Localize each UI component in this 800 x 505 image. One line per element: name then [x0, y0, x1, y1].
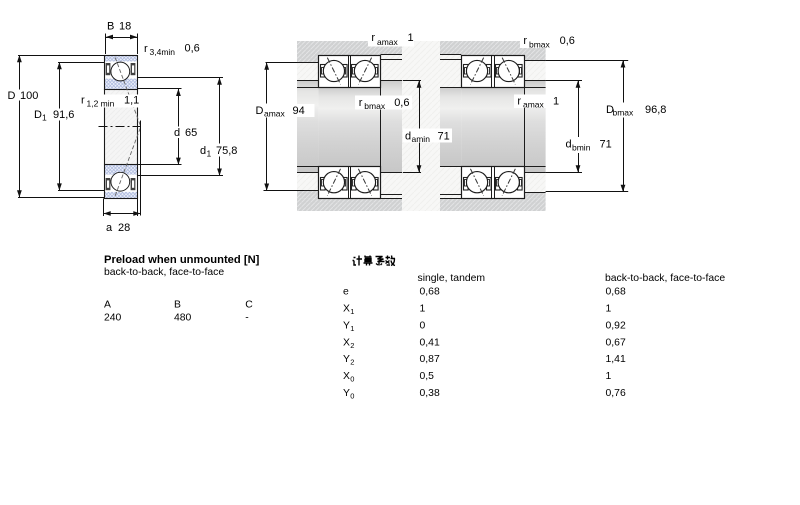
svg-text:0,87: 0,87: [420, 354, 440, 365]
svg-text:X: X: [343, 371, 350, 382]
svg-text:amax: amax: [264, 109, 286, 119]
svg-text:Y: Y: [343, 388, 350, 399]
svg-text:0,68: 0,68: [606, 287, 626, 298]
svg-text:Y: Y: [343, 320, 350, 331]
svg-text:d: d: [566, 139, 572, 151]
svg-text:B: B: [107, 21, 114, 33]
svg-text:r: r: [144, 43, 148, 55]
svg-text:1: 1: [408, 32, 414, 44]
svg-text:1,41: 1,41: [606, 354, 626, 365]
svg-text:0,76: 0,76: [606, 388, 626, 399]
svg-text:0: 0: [420, 320, 426, 331]
svg-text:r: r: [523, 35, 527, 47]
svg-text:1: 1: [606, 304, 612, 315]
svg-text:A: A: [104, 299, 111, 310]
svg-text:X: X: [343, 337, 350, 348]
svg-text:bmax: bmax: [529, 40, 551, 50]
svg-text:1: 1: [350, 307, 354, 316]
svg-text:r: r: [517, 96, 521, 108]
svg-text:96,8: 96,8: [645, 104, 666, 116]
svg-text:0,38: 0,38: [420, 388, 440, 399]
svg-text:C: C: [245, 299, 253, 310]
svg-text:1: 1: [553, 96, 559, 108]
svg-text:1,1: 1,1: [124, 95, 139, 107]
svg-text:1: 1: [420, 304, 426, 315]
svg-text:28: 28: [118, 222, 130, 234]
svg-text:Preload when unmounted [N]: Preload when unmounted [N]: [104, 254, 260, 266]
svg-text:0,5: 0,5: [420, 371, 435, 382]
svg-text:r: r: [359, 97, 363, 109]
svg-text:B: B: [174, 299, 181, 310]
svg-text:r: r: [81, 95, 85, 107]
svg-text:single, tandem: single, tandem: [418, 273, 486, 284]
svg-text:0,41: 0,41: [420, 337, 440, 348]
svg-text:amin: amin: [412, 134, 431, 144]
svg-text:1,2 min: 1,2 min: [87, 99, 115, 109]
svg-text:240: 240: [104, 313, 122, 324]
svg-text:75,8: 75,8: [216, 145, 237, 157]
svg-text:d: d: [200, 145, 206, 157]
svg-text:D: D: [34, 109, 42, 121]
svg-text:D: D: [256, 105, 264, 117]
svg-text:d: d: [405, 131, 411, 143]
svg-text:0,6: 0,6: [560, 35, 575, 47]
svg-text:D: D: [8, 90, 16, 102]
svg-text:-: -: [245, 313, 248, 324]
svg-text:3,4min: 3,4min: [150, 47, 176, 57]
svg-text:0,6: 0,6: [185, 43, 200, 55]
svg-text:2: 2: [350, 358, 354, 367]
svg-text:Y: Y: [343, 354, 350, 365]
svg-text:94: 94: [293, 105, 305, 117]
svg-text:D: D: [606, 104, 614, 116]
svg-text:71: 71: [600, 139, 612, 151]
svg-text:0,92: 0,92: [606, 320, 626, 331]
svg-text:100: 100: [20, 90, 38, 102]
svg-text:1: 1: [350, 324, 354, 333]
svg-text:1: 1: [606, 371, 612, 382]
svg-text:X: X: [343, 304, 350, 315]
svg-text:480: 480: [174, 313, 192, 324]
svg-text:0: 0: [350, 375, 354, 384]
svg-text:bmax: bmax: [364, 101, 386, 111]
svg-text:0,6: 0,6: [394, 97, 409, 109]
svg-text:0: 0: [350, 392, 354, 401]
svg-text:bmax: bmax: [613, 108, 635, 118]
svg-text:18: 18: [119, 21, 131, 33]
svg-text:91,6: 91,6: [53, 109, 74, 121]
svg-text:r: r: [371, 32, 375, 44]
svg-text:a: a: [106, 222, 113, 234]
svg-text:d: d: [174, 127, 180, 139]
svg-text:e: e: [343, 287, 349, 298]
svg-text:0,67: 0,67: [606, 337, 626, 348]
svg-text:amax: amax: [377, 37, 399, 47]
svg-text:2: 2: [350, 341, 354, 350]
svg-text:65: 65: [185, 127, 197, 139]
svg-text:1: 1: [42, 113, 47, 123]
svg-text:bmin: bmin: [572, 143, 591, 153]
svg-text:0,68: 0,68: [420, 287, 440, 298]
svg-text:back-to-back, face-to-face: back-to-back, face-to-face: [605, 273, 725, 284]
svg-text:71: 71: [438, 131, 450, 143]
svg-text:back-to-back, face-to-face: back-to-back, face-to-face: [104, 267, 224, 278]
svg-text:1: 1: [207, 149, 212, 159]
svg-text:amax: amax: [523, 100, 545, 110]
